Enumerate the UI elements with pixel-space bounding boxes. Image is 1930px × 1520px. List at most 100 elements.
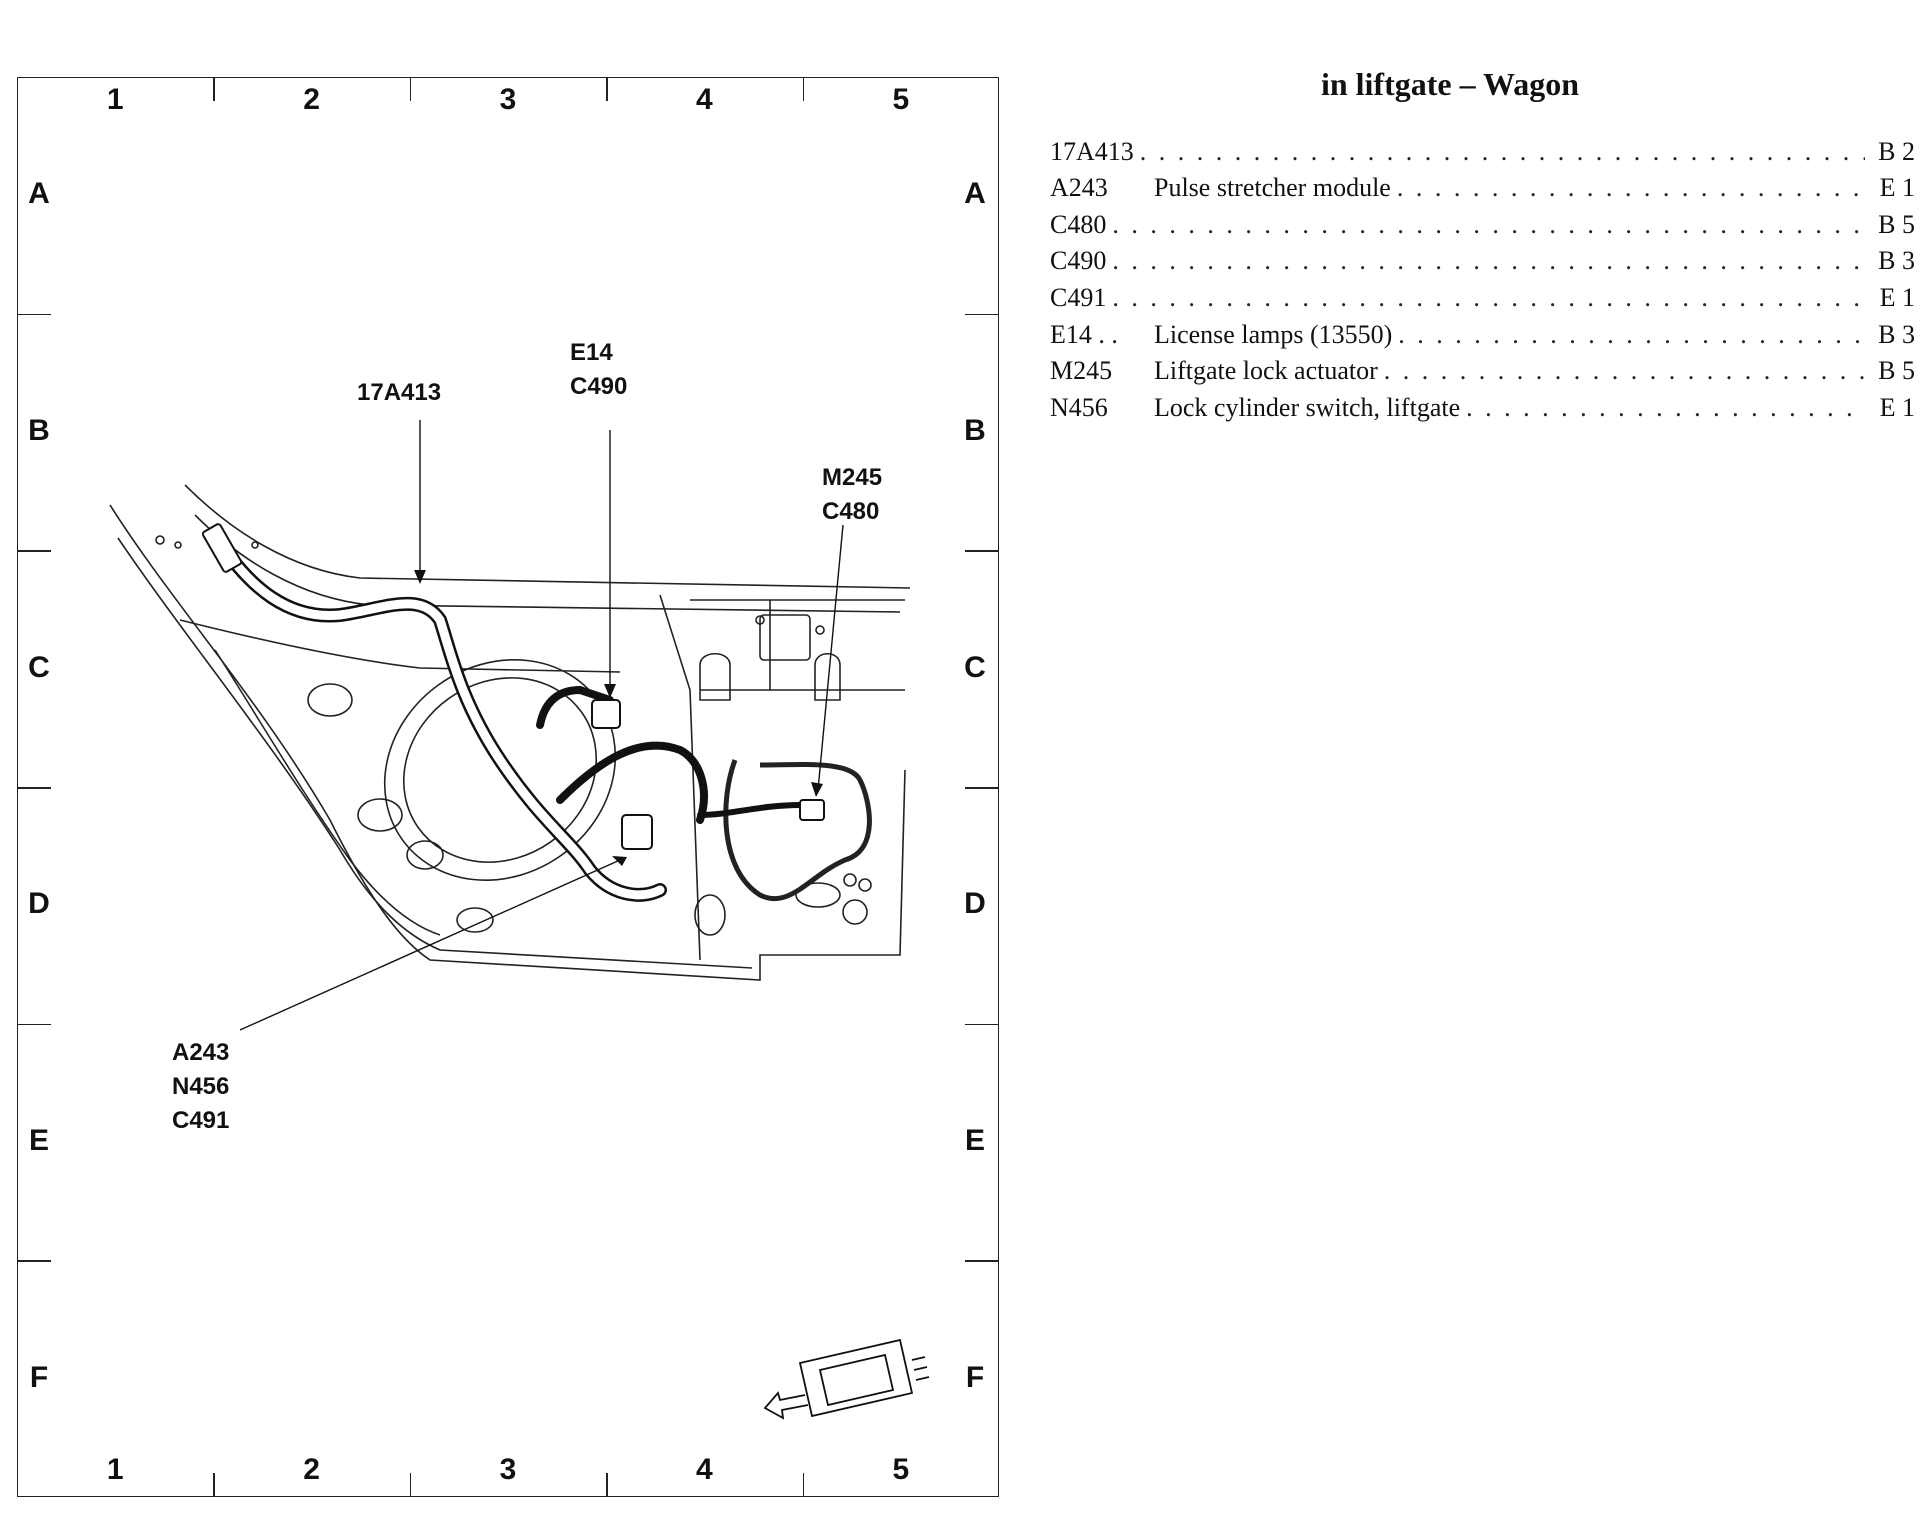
legend-code: E14 . . [1050,319,1118,349]
grid-tick-bottom [606,1473,608,1497]
legend-location: B 3 [1878,246,1915,276]
grid-tick-left [17,1260,51,1262]
panel-left-rib [214,649,441,936]
connector-c490 [591,699,621,729]
grommet-4 [456,907,494,933]
grid-col-bottom-4: 4 [696,1453,713,1486]
legend-row: E14 . . License lamps (13550) B 3 [1050,313,1915,350]
hole-3 [251,541,259,549]
grid-row-left-B: B [28,414,50,447]
grid-row-right-F: F [965,1360,985,1394]
callout-n456: N456 [172,1073,230,1100]
hole-2 [174,541,182,549]
harness-branch-actuator [697,802,803,818]
page-title: in liftgate – Wagon [1320,66,1580,102]
grid-tick-top [409,77,412,101]
right-panel-frame [659,594,905,961]
grid-tick-top [802,77,805,101]
leader-m245-c480 [817,524,844,791]
grid-col-top-3: 3 [499,83,517,116]
legend-code: C490 [1050,246,1107,276]
harness-branch-e14 [536,685,614,729]
grid-tick-bottom [213,1473,215,1497]
grid-col-bottom-2: 2 [303,1453,320,1486]
legend-code: N456 [1050,392,1108,422]
callout-lower-group: A243 N456 C491 [172,1036,229,1138]
grommet-5 [694,894,726,936]
arrowhead-m245 [811,782,823,797]
panel-top-edge [184,484,911,589]
legend-leader-dots [1112,246,1865,276]
grid-tick-top [606,77,608,101]
callout-17A413: 17A413 [357,379,442,406]
hole-4 [755,615,765,625]
grid-row-left-E: E [28,1124,49,1157]
grommet-3 [406,840,444,870]
actuator-bracket [759,614,811,661]
grid-row-right-E: E [964,1124,985,1157]
grommet-2 [357,798,403,832]
hole-5 [815,625,825,635]
callout-a243: A243 [172,1039,230,1066]
clip-1 [201,523,243,573]
callout-c480: C480 [822,498,880,525]
callout-m245-c480: M245 C480 [822,461,882,529]
connector-c480 [799,799,825,821]
legend-description: License lamps (13550) [1154,319,1393,349]
legend-location: B 3 [1878,319,1915,349]
legend-leader-dots [1466,393,1865,423]
grid-row-right-B: B [964,414,986,447]
callout-e14: E14 [570,339,613,366]
legend-location: B 2 [1878,136,1915,166]
grommet-1 [307,683,353,717]
legend-code: 17A413 [1050,136,1134,166]
arrowhead-e14 [604,684,616,698]
grid-col-bottom-1: 1 [106,1453,124,1486]
connector-c491 [621,814,653,850]
panel-outline-outer [109,504,906,981]
leader-lower-group [239,859,621,1031]
grid-row-right-C: C [964,650,986,684]
legend-row: C480B 5 [1050,203,1915,240]
legend-leader-dots [1112,210,1865,240]
grid-col-bottom-3: 3 [499,1453,517,1486]
arrowhead-17A413 [414,570,426,584]
legend-leader-dots [1384,356,1865,386]
grommet-6 [795,882,841,908]
grid-col-top-1: 1 [106,83,124,116]
service-opening-lip [402,677,598,863]
cutout-left [699,652,731,701]
callout-c491: C491 [172,1107,230,1134]
grid-col-top-2: 2 [303,83,320,116]
legend-row: 17A413 B 2 [1050,130,1915,167]
hole-6 [843,873,857,887]
actuator-harness-loop [723,759,872,902]
legend-row: C490 B 3 [1050,240,1915,277]
legend-row: C491E 1 [1050,276,1915,313]
harness-17A413-inner [210,530,665,900]
legend-leader-dots [1397,173,1865,203]
arrowhead-lower [612,856,627,866]
legend-code: C491 [1050,282,1107,312]
grid-col-top-4: 4 [696,83,713,116]
grid-tick-top [213,77,215,101]
grid-tick-bottom [409,1473,412,1497]
grid-row-left-F: F [29,1360,49,1394]
legend-code: C480 [1050,209,1107,239]
panel-mid-rail [179,619,621,673]
legend-location: E 1 [1879,392,1915,422]
legend-description: Pulse stretcher module [1154,173,1391,203]
grid-col-top-5: 5 [892,83,910,116]
legend-location: E 1 [1879,173,1915,203]
cutout-right [814,652,841,701]
callout-m245: M245 [822,464,883,491]
legend-leader-dots [1398,320,1865,350]
grid-tick-bottom [802,1473,805,1497]
legend-leader-dots [1112,283,1865,313]
grid-tick-left [17,313,51,316]
